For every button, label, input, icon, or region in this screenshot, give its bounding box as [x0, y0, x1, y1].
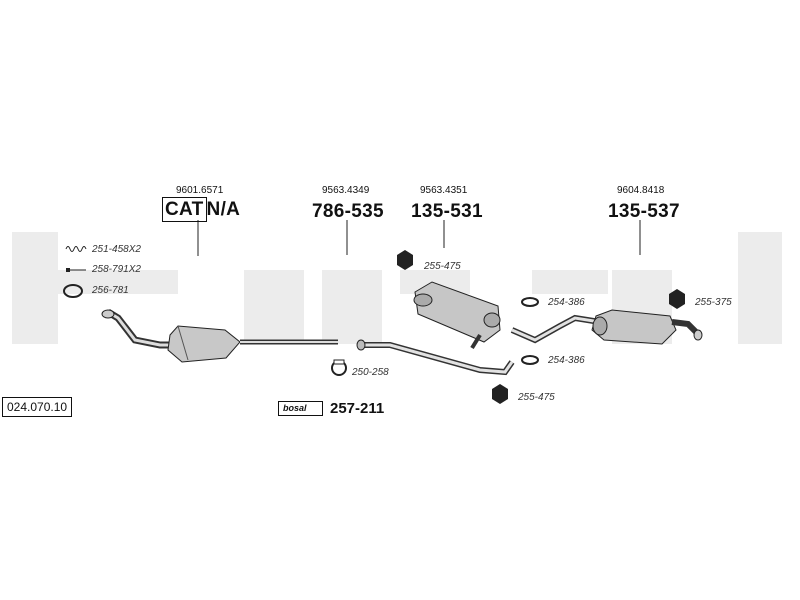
middle-silencer	[414, 281, 501, 343]
spring-icon	[65, 246, 87, 252]
hanger-mid-bottom-label: 255-475	[518, 392, 555, 403]
catalytic-converter	[167, 325, 241, 363]
cat-ref: 9601.6571	[176, 185, 224, 196]
watermark-block	[322, 270, 382, 344]
clamp-front-label: 250-258	[352, 367, 389, 378]
gasket-icon	[63, 284, 83, 298]
rear-ref: 9604.8418	[617, 185, 665, 196]
watermark-block	[532, 270, 608, 294]
watermark-block	[12, 232, 58, 344]
hanger-icon	[397, 250, 413, 270]
tailpipe	[671, 319, 701, 337]
downpipe-flange	[101, 309, 115, 319]
gasket-label: 256-781	[92, 285, 129, 296]
watermark-block	[58, 270, 178, 294]
mid-ref: 9563.4351	[420, 185, 468, 196]
watermark-block	[244, 270, 304, 344]
kit-number: 257-211	[330, 400, 385, 417]
hanger-icon	[669, 289, 685, 309]
clamp-upper-label: 254-386	[548, 297, 585, 308]
cat-na: N/A	[206, 199, 241, 220]
mid-number: 135-531	[411, 201, 483, 222]
hanger-mid-top-label: 255-475	[424, 261, 461, 272]
clamp-icon	[521, 297, 539, 307]
diagram-code: 024.070.10	[2, 397, 73, 417]
clamp-icon	[521, 355, 539, 365]
pipe-number: 786-535	[312, 201, 384, 222]
spring-label: 251-458X2	[92, 244, 141, 255]
bolt-label: 258-791X2	[92, 264, 141, 275]
cat-box: CAT	[162, 197, 207, 222]
pipe-ref: 9563.4349	[322, 185, 370, 196]
rear-number: 135-537	[608, 201, 680, 222]
hanger-rear-label: 255-375	[695, 297, 732, 308]
hanger-icon	[492, 384, 508, 404]
brand-logo: bosal	[278, 401, 323, 416]
watermark-block	[738, 232, 782, 344]
clamp-lower-label: 254-386	[548, 355, 585, 366]
